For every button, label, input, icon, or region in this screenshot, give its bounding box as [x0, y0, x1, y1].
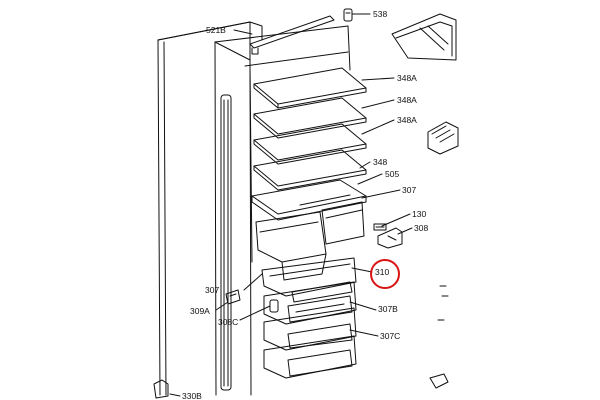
part-130 [373, 223, 387, 231]
door-seal-strip [220, 94, 232, 391]
callout-310: 310 [375, 267, 390, 277]
drawer-310 [261, 257, 357, 303]
callout-348a-2: 348A [397, 95, 417, 105]
callout-330b: 330B [182, 391, 202, 400]
part-538 [343, 8, 353, 22]
callout-307b: 307B [378, 304, 398, 314]
part-308-bracket [377, 227, 403, 249]
crisper-left [255, 211, 327, 281]
callout-348a-3: 348A [397, 115, 417, 125]
callout-538: 538 [373, 9, 388, 19]
shelf-505 [251, 179, 367, 221]
ice-tray [427, 121, 459, 155]
door-shelf-top-right [391, 13, 457, 61]
callout-130: 130 [412, 209, 427, 219]
shelf-348a-2 [253, 97, 367, 139]
callout-307-top: 307 [402, 185, 417, 195]
callout-307-left: 307 [205, 285, 220, 295]
shelf-348a-1 [253, 67, 367, 109]
part-308c-clip [269, 299, 279, 313]
callout-348: 348 [373, 157, 388, 167]
cabinet-outline [157, 21, 351, 396]
highlight-circle-310 [370, 259, 400, 289]
shelf-348a-3 [253, 123, 367, 165]
bottom-right-part [429, 373, 449, 389]
callout-309a: 309A [190, 306, 210, 316]
right-edge-parts [437, 285, 449, 321]
drawer-307b [263, 281, 357, 325]
part-330b [153, 379, 169, 399]
crisper-right [321, 201, 365, 245]
callout-308: 308 [414, 223, 429, 233]
top-rail [249, 15, 335, 55]
callout-505: 505 [385, 169, 400, 179]
callout-521b: 521B [206, 25, 226, 35]
callout-348a-1: 348A [397, 73, 417, 83]
drawer-308c [263, 307, 357, 351]
shelf-348 [253, 149, 367, 191]
leader-lines [169, 13, 413, 397]
part-309a [225, 289, 241, 305]
callout-307c: 307C [380, 331, 401, 341]
callout-308c: 308C [218, 317, 239, 327]
drawer-307c [263, 335, 357, 379]
